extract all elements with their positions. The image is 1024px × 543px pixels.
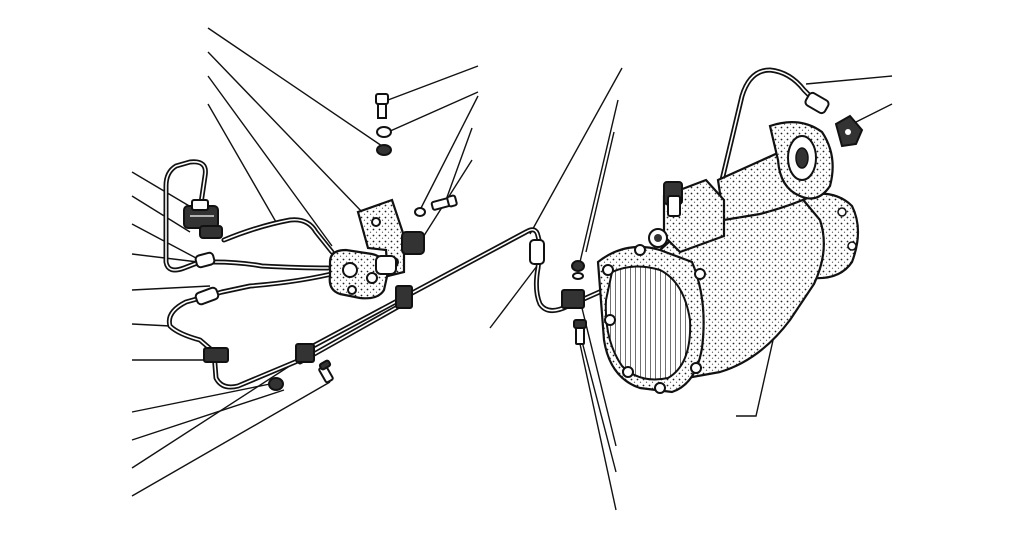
leader-line: [445, 127, 473, 201]
bolt: [318, 359, 334, 384]
leader-line: [387, 91, 479, 133]
washer: [414, 207, 426, 217]
pipe-middle-to-valve: [211, 259, 331, 271]
union-nut: [194, 251, 216, 269]
leader-line: [736, 317, 779, 417]
leader-line: [207, 27, 383, 147]
pipe-clip: [295, 343, 315, 363]
leader-line: [489, 261, 541, 329]
elbow-fitting: [834, 114, 864, 148]
leader-line: [207, 103, 277, 223]
leader-line: [131, 323, 171, 327]
pipe-clip: [395, 285, 413, 309]
leader-line: [131, 381, 331, 497]
bolt: [430, 194, 458, 211]
leader-line: [131, 285, 211, 291]
bolt: [573, 319, 587, 345]
pipe-to-housing: [533, 247, 607, 313]
pressure-switch: [183, 199, 223, 239]
leader-line: [851, 103, 893, 125]
leader-line: [585, 131, 615, 253]
leader-line: [579, 99, 619, 263]
union-nut: [529, 239, 545, 265]
leader-line: [207, 75, 333, 247]
washer: [376, 126, 392, 138]
valve-body: [328, 248, 397, 300]
pipe-loop-lower: [166, 269, 343, 390]
starter-housing: [596, 121, 860, 394]
leader-line: [131, 195, 191, 233]
loose-hardware: [268, 93, 587, 391]
pipe-clip: [561, 289, 585, 309]
pipe-unions: [194, 91, 830, 306]
leader-line: [131, 357, 303, 469]
leader-line: [529, 67, 623, 235]
union-nut: [194, 286, 220, 306]
union-nut: [804, 91, 830, 115]
pipe-upper-to-valve: [221, 217, 335, 255]
leader-line: [131, 383, 271, 413]
leader-line: [577, 325, 617, 473]
nut: [376, 144, 392, 156]
nut: [268, 377, 284, 391]
nut: [571, 260, 585, 272]
pipe-loop-upper: [163, 159, 213, 273]
leader-line: [207, 51, 365, 215]
pipe-long-diagonal: [297, 227, 543, 365]
leader-line: [419, 95, 479, 211]
leader-line: [387, 65, 479, 101]
leader-line: [805, 75, 893, 85]
pipe-clip: [203, 347, 229, 363]
pipe-top-right: [719, 67, 821, 183]
leader-line: [131, 389, 285, 441]
pipe-clips: [203, 285, 585, 363]
washer: [572, 272, 584, 280]
bolt: [375, 93, 389, 119]
leader-line: [579, 343, 617, 511]
